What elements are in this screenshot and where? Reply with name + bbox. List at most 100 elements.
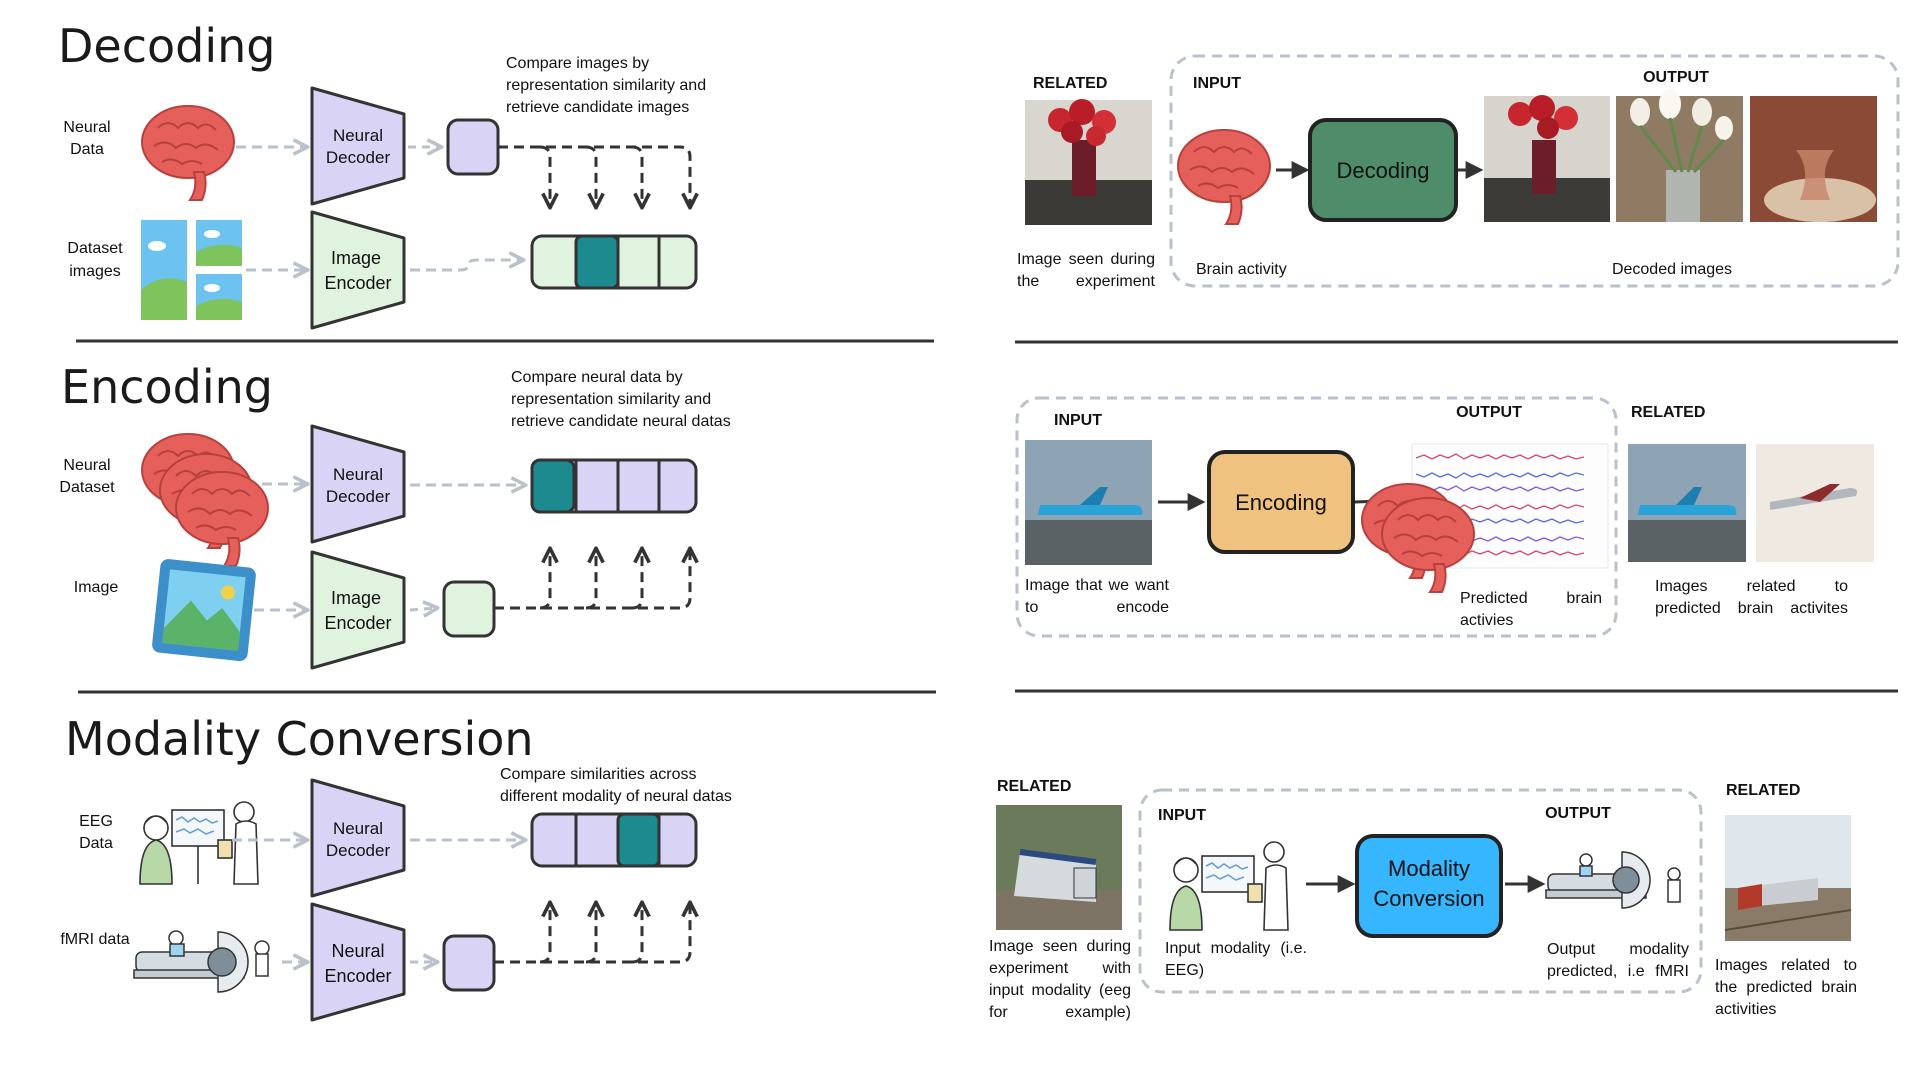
conversion-note-1: Compare similarities across <box>500 766 697 783</box>
conversion-input-caption: Input modality (i.e. EEG) <box>1165 938 1307 982</box>
conversion-related2-caption: Images related to the predicted brain ac… <box>1715 955 1857 1021</box>
encoding-note-2: representation similarity and <box>511 391 711 408</box>
input-airplane-photo <box>1025 440 1152 565</box>
encoding-process-box <box>1207 450 1355 554</box>
brain-icon <box>1177 129 1271 225</box>
encoding-neural-label-1: Neural <box>63 457 110 474</box>
decoding-title: Decoding <box>58 19 276 73</box>
fmri-scanner-icon <box>1545 851 1681 909</box>
conversion-retrieval-arrows <box>494 904 690 964</box>
conversion-input-header: INPUT <box>1158 807 1206 824</box>
fmri-scanner-icon <box>133 930 270 993</box>
conversion-note-2: different modality of neural datas <box>500 788 732 805</box>
conversion-process-box <box>1355 834 1503 938</box>
encoding-encoder-label-1: Image <box>331 588 381 608</box>
decoded-image-1 <box>1484 95 1610 222</box>
encoding-pipeline-frame <box>1015 396 1618 638</box>
encoding-related-header: RELATED <box>1631 404 1705 421</box>
conversion-output-caption: Output modality predicted, i.e fMRI <box>1547 939 1689 983</box>
conversion-candidate-database <box>530 812 698 868</box>
decoding-related-header: RELATED <box>1033 75 1107 92</box>
decoding-neural-decoder-shape <box>310 86 406 206</box>
encoding-input-caption: Image that we want to encode <box>1025 575 1169 619</box>
decoding-note-3: retrieve candidate images <box>506 99 689 116</box>
encoding-decoder-label-2: Decoder <box>326 487 391 506</box>
decoding-decoder-label-1: Neural <box>333 126 383 145</box>
conversion-decoder-label-2: Decoder <box>326 841 391 860</box>
conversion-eeg-label-1: EEG <box>79 813 113 830</box>
landscape-icon <box>152 559 256 662</box>
conversion-example: RELATED INPUT Modality Conversion OUTPUT <box>996 778 1852 994</box>
conversion-process-label-2: Conversion <box>1373 886 1484 911</box>
brain-icon <box>141 433 269 567</box>
conversion-related-header: RELATED <box>997 778 1071 795</box>
conversion-pipeline-frame <box>1138 788 1703 994</box>
decoding-image-encoder-shape <box>310 210 406 330</box>
decoding-pipeline-frame <box>1169 54 1900 288</box>
conversion-neural-decoder-shape <box>310 778 406 898</box>
encoding-related-caption-text: Images related to predicted brain activi… <box>1655 578 1848 617</box>
conversion-query-embedding <box>442 934 496 992</box>
conversion-related2-caption-text: Images related to the predicted brain ac… <box>1715 957 1857 1018</box>
decoding-output-caption: Decoded images <box>1612 261 1732 278</box>
conversion-output-caption-text: Output modality predicted, i.e fMRI <box>1547 941 1689 980</box>
decoding-encoder-label-1: Image <box>331 248 381 268</box>
encoding-output-caption-text: Predicted brain activies <box>1460 590 1602 629</box>
related-train-photo-2 <box>1724 815 1852 941</box>
related-flowers-photo <box>1025 99 1152 225</box>
decoding-neural-label-2: Data <box>70 141 104 158</box>
decoding-dataset-label-2: images <box>69 263 121 280</box>
eeg-scientist-icon <box>1169 841 1289 931</box>
decoding-input-caption: Brain activity <box>1196 261 1287 278</box>
decoding-related-caption-text: Image seen during the experiment <box>1017 251 1155 290</box>
encoding-encoder-label-2: Encoder <box>324 613 391 633</box>
encoding-title: Encoding <box>61 360 273 414</box>
conversion-encoder-label-2: Encoder <box>324 966 391 986</box>
encoding-arrow-to-embedding <box>409 608 436 610</box>
decoding-candidate-database <box>530 234 698 290</box>
conversion-output-header: OUTPUT <box>1545 805 1611 822</box>
decoding-process-box <box>1308 118 1458 222</box>
encoding-example: INPUT Encoding OUTPUT RELATED <box>1015 396 1874 638</box>
encoding-candidate-database <box>530 458 698 514</box>
decoding-section: Decoding Neural Data Dataset images Neur… <box>58 19 706 330</box>
decoding-note-1: Compare images by <box>506 55 649 72</box>
conversion-related-caption: Image seen during experiment with input … <box>989 936 1131 1024</box>
conversion-title: Modality Conversion <box>65 712 534 766</box>
conversion-related2-header: RELATED <box>1726 782 1800 799</box>
encoding-query-embedding <box>442 580 496 638</box>
conversion-input-caption-text: Input modality (i.e. EEG) <box>1165 940 1307 979</box>
conversion-fmri-label: fMRI data <box>60 931 129 948</box>
encoding-note-1: Compare neural data by <box>511 369 683 386</box>
decoding-related-caption: Image seen during the experiment <box>1017 249 1155 293</box>
decoding-retrieval-arrows <box>498 145 690 206</box>
decoding-query-embedding <box>446 118 500 176</box>
decoding-input-header: INPUT <box>1193 75 1241 92</box>
decoding-example: RELATED INPUT Decoding OUTPUT <box>1025 54 1900 288</box>
encoding-output-caption: Predicted brain activies <box>1460 588 1602 632</box>
decoding-process-label: Decoding <box>1337 158 1430 183</box>
encoding-section: Encoding Neural Dataset Image Neural Dec… <box>59 360 731 670</box>
encoding-input-caption-text: Image that we want to encode <box>1025 577 1169 616</box>
encoding-output-header: OUTPUT <box>1456 404 1522 421</box>
decoding-decoder-label-2: Decoder <box>326 148 391 167</box>
conversion-neural-encoder-shape <box>310 902 406 1022</box>
decoded-image-3 <box>1750 96 1877 222</box>
conversion-decoder-label-1: Neural <box>333 819 383 838</box>
decoded-image-2 <box>1616 89 1743 222</box>
encoding-note-3: retrieve candidate neural datas <box>511 413 731 430</box>
decoding-dataset-label-1: Dataset <box>67 240 123 257</box>
related-airplane-photo-1 <box>1628 444 1746 562</box>
encoding-process-label: Encoding <box>1235 490 1327 515</box>
landscape-icon <box>141 220 242 320</box>
related-airplane-photo-2 <box>1756 444 1874 562</box>
conversion-encoder-label-1: Neural <box>331 941 384 961</box>
encoding-neural-label-2: Dataset <box>59 479 115 496</box>
conversion-eeg-label-2: Data <box>79 835 113 852</box>
decoding-output-header: OUTPUT <box>1643 69 1709 86</box>
decoding-encoder-label-2: Encoder <box>324 273 391 293</box>
encoding-neural-decoder-shape <box>310 424 406 544</box>
decoding-note-2: representation similarity and <box>506 77 706 94</box>
conversion-section: Modality Conversion EEG Data fMRI data <box>60 712 732 1022</box>
encoding-decoder-label-1: Neural <box>333 465 383 484</box>
